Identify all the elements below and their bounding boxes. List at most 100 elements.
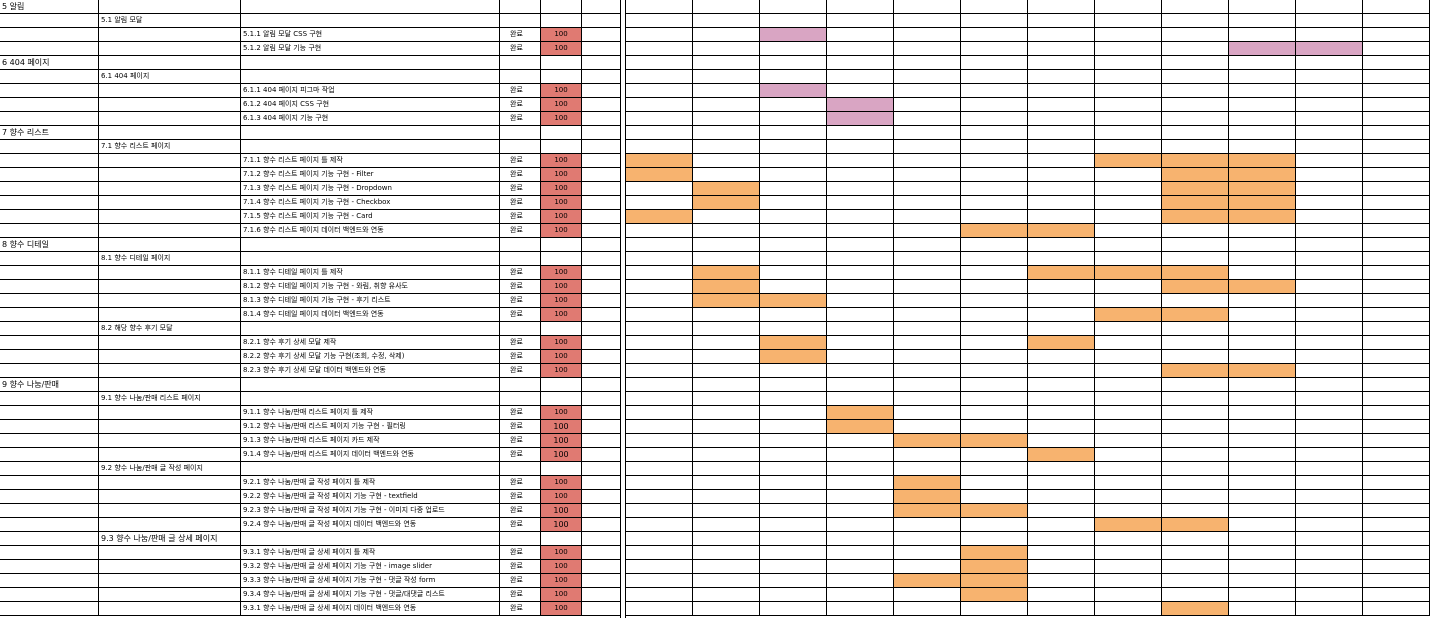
timeline-cell[interactable] (827, 126, 894, 140)
cell-progress[interactable]: 100 (541, 84, 582, 98)
timeline-bar[interactable] (693, 294, 760, 308)
cell-progress[interactable] (541, 252, 582, 266)
timeline-cell[interactable] (1363, 448, 1430, 462)
timeline-cell[interactable] (1363, 504, 1430, 518)
timeline-cell[interactable] (827, 238, 894, 252)
timeline-cell[interactable] (1028, 28, 1095, 42)
cell-progress[interactable]: 100 (541, 560, 582, 574)
cell-category[interactable] (0, 532, 99, 546)
timeline-cell[interactable] (1162, 476, 1229, 490)
cell-subcategory[interactable]: 8.1 향수 디테일 페이지 (99, 252, 241, 266)
timeline-cell[interactable] (1028, 42, 1095, 56)
timeline-cell[interactable] (1162, 560, 1229, 574)
timeline-cell[interactable] (1028, 182, 1095, 196)
cell-subcategory[interactable] (99, 42, 241, 56)
timeline-cell[interactable] (961, 98, 1028, 112)
timeline-cell[interactable] (1028, 168, 1095, 182)
timeline-bar[interactable] (827, 406, 894, 420)
timeline-bar[interactable] (760, 84, 827, 98)
timeline-cell[interactable] (894, 84, 961, 98)
cell-status[interactable]: 완료 (500, 406, 541, 420)
timeline-cell[interactable] (961, 462, 1028, 476)
timeline-cell[interactable] (1296, 140, 1363, 154)
timeline-cell[interactable] (693, 574, 760, 588)
timeline-cell[interactable] (1095, 448, 1162, 462)
timeline-cell[interactable] (961, 28, 1028, 42)
timeline-cell[interactable] (1363, 588, 1430, 602)
timeline-cell[interactable] (1363, 560, 1430, 574)
cell-task[interactable]: 9.1.2 향수 나눔/판매 리스트 페이지 기능 구현 - 필터링 (241, 420, 500, 434)
timeline-cell[interactable] (1028, 434, 1095, 448)
timeline-cell[interactable] (894, 378, 961, 392)
cell-task[interactable]: 8.2.1 향수 후기 상세 모달 제작 (241, 336, 500, 350)
timeline-cell[interactable] (1296, 266, 1363, 280)
cell-status[interactable]: 완료 (500, 154, 541, 168)
timeline-cell[interactable] (760, 504, 827, 518)
timeline-cell[interactable] (961, 350, 1028, 364)
cell-progress[interactable] (541, 0, 582, 14)
cell-progress[interactable]: 100 (541, 168, 582, 182)
cell-subcategory[interactable] (99, 182, 241, 196)
timeline-cell[interactable] (1162, 70, 1229, 84)
cell-task[interactable]: 7.1.4 향수 리스트 페이지 기능 구현 - Checkbox (241, 196, 500, 210)
cell-task[interactable] (241, 56, 500, 70)
timeline-cell[interactable] (1095, 252, 1162, 266)
timeline-cell[interactable] (1028, 350, 1095, 364)
timeline-cell[interactable] (1363, 518, 1430, 532)
cell-empty[interactable] (582, 28, 621, 42)
timeline-cell[interactable] (1229, 112, 1296, 126)
timeline-cell[interactable] (827, 42, 894, 56)
cell-subcategory[interactable]: 5.1 알림 모달 (99, 14, 241, 28)
timeline-cell[interactable] (1095, 546, 1162, 560)
timeline-cell[interactable] (1229, 490, 1296, 504)
cell-subcategory[interactable] (99, 196, 241, 210)
timeline-cell[interactable] (961, 238, 1028, 252)
timeline-cell[interactable] (961, 196, 1028, 210)
cell-status[interactable]: 완료 (500, 210, 541, 224)
timeline-cell[interactable] (1363, 462, 1430, 476)
timeline-cell[interactable] (827, 0, 894, 14)
timeline-cell[interactable] (1296, 322, 1363, 336)
timeline-cell[interactable] (894, 224, 961, 238)
cell-subcategory[interactable] (99, 378, 241, 392)
timeline-cell[interactable] (693, 210, 760, 224)
cell-empty[interactable] (582, 378, 621, 392)
cell-progress[interactable]: 100 (541, 336, 582, 350)
cell-subcategory[interactable]: 6.1 404 페이지 (99, 70, 241, 84)
cell-task[interactable]: 8.2.3 향수 후기 상세 모달 데이터 백엔드와 연동 (241, 364, 500, 378)
timeline-cell[interactable] (760, 364, 827, 378)
timeline-cell[interactable] (693, 140, 760, 154)
timeline-cell[interactable] (626, 98, 693, 112)
timeline-cell[interactable] (1229, 308, 1296, 322)
timeline-cell[interactable] (961, 70, 1028, 84)
timeline-bar[interactable] (894, 490, 961, 504)
cell-progress[interactable] (541, 14, 582, 28)
cell-progress[interactable]: 100 (541, 476, 582, 490)
cell-progress[interactable]: 100 (541, 28, 582, 42)
cell-empty[interactable] (582, 126, 621, 140)
cell-task[interactable] (241, 0, 500, 14)
timeline-cell[interactable] (1162, 588, 1229, 602)
timeline-cell[interactable] (760, 182, 827, 196)
timeline-cell[interactable] (1363, 336, 1430, 350)
timeline-cell[interactable] (827, 84, 894, 98)
cell-empty[interactable] (582, 434, 621, 448)
timeline-cell[interactable] (827, 448, 894, 462)
timeline-cell[interactable] (1296, 294, 1363, 308)
timeline-cell[interactable] (1162, 462, 1229, 476)
cell-task[interactable]: 9.1.3 향수 나눔/판매 리스트 페이지 카드 제작 (241, 434, 500, 448)
timeline-cell[interactable] (693, 448, 760, 462)
timeline-cell[interactable] (1296, 350, 1363, 364)
timeline-cell[interactable] (894, 336, 961, 350)
timeline-cell[interactable] (827, 518, 894, 532)
timeline-cell[interactable] (760, 126, 827, 140)
timeline-cell[interactable] (760, 560, 827, 574)
cell-task[interactable]: 9.3.1 향수 나눔/판매 글 상세 페이지 데이터 백엔드와 연동 (241, 602, 500, 616)
cell-progress[interactable]: 100 (541, 350, 582, 364)
timeline-cell[interactable] (961, 0, 1028, 14)
timeline-bar[interactable] (961, 560, 1028, 574)
cell-category[interactable] (0, 336, 99, 350)
cell-empty[interactable] (582, 518, 621, 532)
timeline-cell[interactable] (1095, 56, 1162, 70)
timeline-cell[interactable] (1363, 602, 1430, 616)
